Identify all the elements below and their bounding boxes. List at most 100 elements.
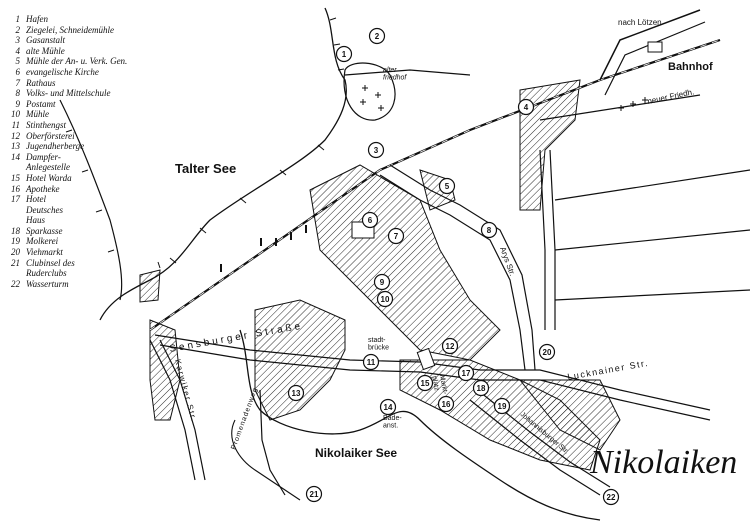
poi-circle — [438, 177, 456, 195]
legend-label: Ziegelei, Schneidemühle — [26, 24, 114, 35]
legend-item: 6 evangelische Kirche — [6, 67, 166, 78]
legend-label: Apotheke — [26, 183, 60, 194]
legend-item: 16 Apotheke — [6, 184, 166, 195]
legend-number: 21 — [11, 257, 20, 268]
legend-item: 9 Postamt — [6, 99, 166, 110]
legend-number: 13 — [11, 141, 20, 152]
poi-circle — [416, 374, 434, 392]
legend-number: 3 — [15, 35, 21, 46]
legend-number: 11 — [11, 119, 20, 130]
legend-number: 6 — [15, 66, 21, 77]
legend-number: 2 — [15, 24, 21, 35]
legend-number: 17 — [11, 194, 20, 205]
poi-number: 5 — [445, 182, 450, 191]
legend-label: Hotel Deutsches Haus — [26, 194, 63, 226]
label-bade-anst: Bade-anst. — [383, 415, 402, 430]
poi-marker-9: 9 — [373, 273, 391, 291]
poi-number: 11 — [367, 358, 376, 367]
legend-number: 14 — [11, 151, 20, 162]
poi-circle — [335, 45, 353, 63]
poi-circle — [517, 98, 535, 116]
label-bahnhof: Bahnhof — [668, 61, 713, 73]
legend-item: 17 Hotel Deutsches Haus — [6, 194, 166, 226]
poi-number: 16 — [442, 400, 451, 409]
legend-item: 11 Stinthengst — [6, 120, 166, 131]
poi-number: 22 — [607, 493, 616, 502]
legend-label: Hafen — [26, 14, 48, 24]
legend-label: evangelische Kirche — [26, 66, 99, 77]
poi-circle — [602, 488, 620, 506]
poi-circle — [480, 221, 498, 239]
map-title: Nikolaiken — [590, 444, 738, 481]
legend-number: 16 — [11, 183, 20, 194]
poi-marker-8: 8 — [480, 221, 498, 239]
poi-number: 1 — [342, 50, 347, 59]
poi-number: 2 — [375, 32, 380, 41]
old-cemetery — [343, 62, 396, 121]
label-talter-see: Talter See — [175, 161, 236, 176]
legend-number: 22 — [11, 278, 20, 289]
built-up-areas — [139, 79, 621, 471]
poi-circle — [472, 379, 490, 397]
poi-marker-16: 16 — [437, 395, 455, 413]
legend-item: 12 Oberförsterei — [6, 131, 166, 142]
poi-marker-2: 2 — [368, 27, 386, 45]
railway — [149, 9, 721, 331]
legend-number: 9 — [15, 98, 21, 109]
poi-number: 8 — [487, 226, 492, 235]
legend-label: Postamt — [26, 98, 56, 109]
legend-label: Dampfer- Anlegestelle — [26, 151, 70, 173]
shore-ticks — [65, 17, 345, 269]
poi-marker-4: 4 — [517, 98, 535, 116]
poi-marker-14: 14 — [379, 398, 397, 416]
label-promenade: Promenadenweg — [230, 386, 259, 450]
legend-number: 4 — [15, 45, 21, 56]
legend-label: Stinthengst — [26, 119, 66, 130]
legend-number: 1 — [15, 14, 21, 24]
poi-circle — [437, 395, 455, 413]
poi-marker-22: 22 — [602, 488, 620, 506]
legend-label: Volks- und Mittelschule — [26, 88, 111, 99]
legend-label: Gasanstalt — [26, 35, 66, 46]
legend-number: 7 — [15, 77, 21, 88]
nikolaiker-see-west — [231, 419, 301, 501]
legend-number: 5 — [15, 56, 21, 67]
poi-circle — [373, 273, 391, 291]
poi-marker-12: 12 — [441, 337, 459, 355]
legend-label: Oberförsterei — [26, 130, 75, 141]
legend-number: 18 — [11, 225, 20, 236]
poi-marker-21: 21 — [305, 485, 323, 503]
poi-circle — [362, 353, 380, 371]
poi-number: 14 — [384, 403, 393, 412]
poi-number: 7 — [394, 232, 399, 241]
legend-number: 12 — [11, 130, 20, 141]
poi-circle — [387, 227, 405, 245]
poi-number: 15 — [421, 379, 430, 388]
poi-marker-20: 20 — [538, 343, 556, 361]
legend-label: Molkerei — [26, 236, 59, 247]
label-stadt-bruecke: stadt-brücke — [368, 337, 389, 352]
poi-marker-1: 1 — [335, 45, 353, 63]
poi-marker-5: 5 — [438, 177, 456, 195]
poi-circle — [287, 384, 305, 402]
poi-number: 20 — [543, 348, 552, 357]
label-neuer-friedhof: neuer Friedh. — [647, 87, 695, 106]
poi-marker-10: 10 — [376, 290, 394, 308]
legend: 1 Hafen 2 Ziegelei, Schneidemühle 3 Gasanstal… — [6, 14, 166, 289]
legend-label: alte Mühle — [26, 45, 65, 56]
legend-item: 3 Gasanstalt — [6, 35, 166, 46]
label-markt-platz: Markt-platz — [430, 374, 448, 397]
legend-number: 20 — [11, 247, 20, 258]
legend-item: 2 Ziegelei, Schneidemühle — [6, 25, 166, 36]
